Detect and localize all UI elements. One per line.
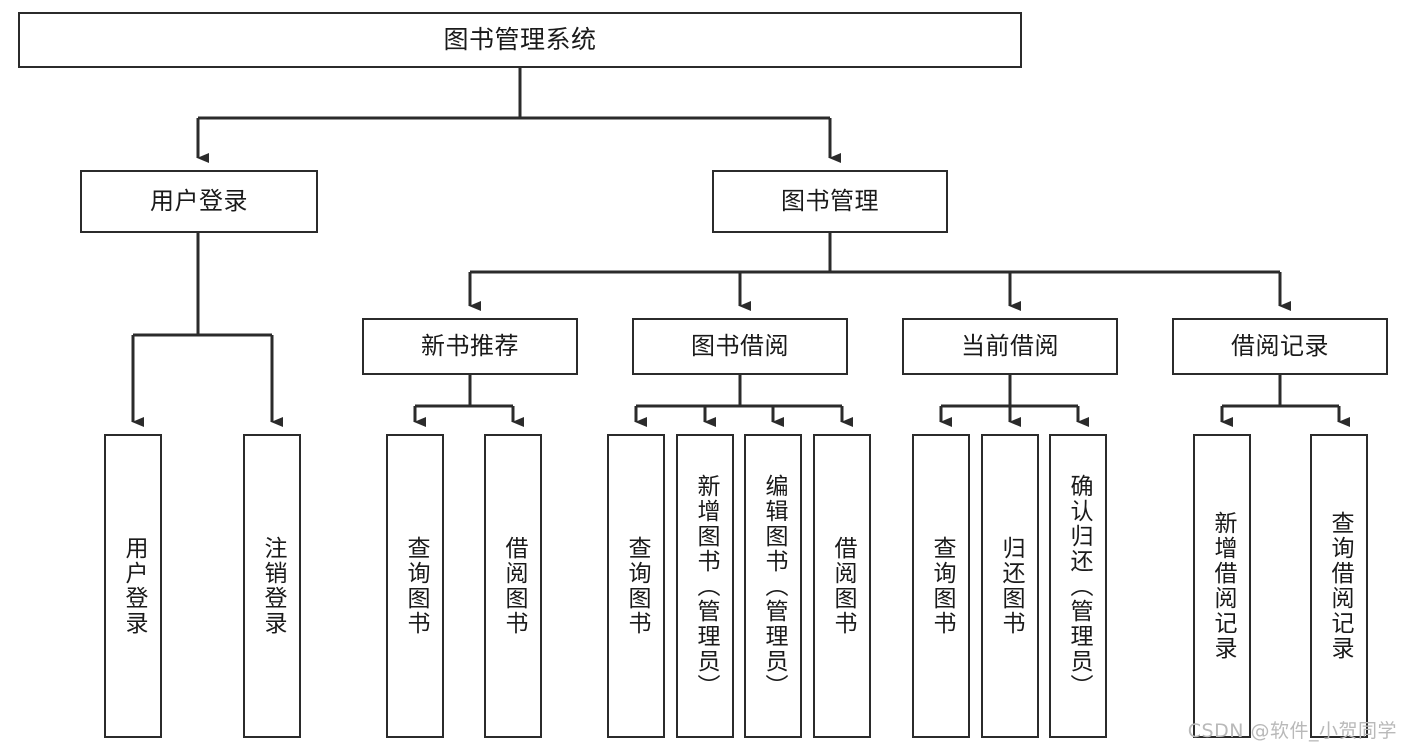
leaf-query-borrow-record[interactable]: 查询借阅记录 [1310,434,1368,738]
node-label: 用户登录 [150,187,248,216]
node-new-book-recommend[interactable]: 新书推荐 [362,318,578,375]
node-label: 借阅记录 [1231,332,1329,361]
node-label: 用户登录 [120,536,147,636]
leaf-return-book[interactable]: 归还图书 [981,434,1039,738]
node-label: 查询图书 [402,536,429,636]
node-label: 确认归还（管理员） [1065,473,1092,699]
leaf-borrow-book-borrow[interactable]: 借阅图书 [813,434,871,738]
node-user-login[interactable]: 用户登录 [80,170,318,233]
node-label: 查询借阅记录 [1326,511,1353,661]
node-label: 新增图书（管理员） [692,473,719,699]
node-label: 当前借阅 [961,332,1059,361]
node-label: 借阅图书 [829,536,856,636]
node-label: 图书管理系统 [443,25,597,55]
watermark-text: CSDN @软件_小贺同学 [1187,720,1397,742]
node-label: 查询图书 [928,536,955,636]
node-label: 编辑图书（管理员） [760,473,787,699]
leaf-add-book[interactable]: 新增图书（管理员） [676,434,734,738]
node-borrow-record[interactable]: 借阅记录 [1172,318,1388,375]
node-label: 查询图书 [623,536,650,636]
leaf-confirm-return[interactable]: 确认归还（管理员） [1049,434,1107,738]
node-label: 新增借阅记录 [1209,511,1236,661]
node-label: 图书借阅 [691,332,789,361]
leaf-user-login[interactable]: 用户登录 [104,434,162,738]
node-label: 归还图书 [997,536,1024,636]
leaf-borrow-book-recommend[interactable]: 借阅图书 [484,434,542,738]
node-root-system[interactable]: 图书管理系统 [18,12,1022,68]
leaf-edit-book[interactable]: 编辑图书（管理员） [744,434,802,738]
leaf-query-book-borrow[interactable]: 查询图书 [607,434,665,738]
node-label: 新书推荐 [421,332,519,361]
node-book-borrow[interactable]: 图书借阅 [632,318,848,375]
leaf-logout-login[interactable]: 注销登录 [243,434,301,738]
node-label: 注销登录 [259,536,286,636]
node-current-borrow[interactable]: 当前借阅 [902,318,1118,375]
leaf-query-book-current[interactable]: 查询图书 [912,434,970,738]
node-label: 图书管理 [781,187,879,216]
node-book-manage[interactable]: 图书管理 [712,170,948,233]
leaf-query-book-recommend[interactable]: 查询图书 [386,434,444,738]
node-label: 借阅图书 [500,536,527,636]
leaf-add-borrow-record[interactable]: 新增借阅记录 [1193,434,1251,738]
